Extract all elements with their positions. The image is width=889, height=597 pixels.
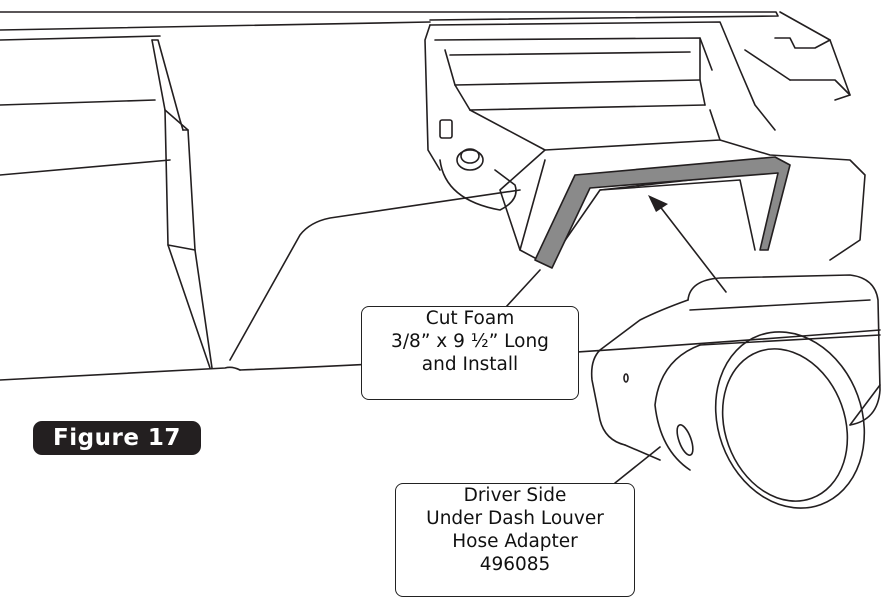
dash-panel	[0, 99, 881, 381]
foam-callout-line-3: and Install	[421, 354, 519, 375]
leader-lines	[505, 199, 727, 484]
foam-strip	[534, 156, 791, 269]
hose-adapter	[590, 274, 881, 509]
mounting-bolt	[439, 119, 517, 211]
adapter-callout-line-1: Driver Side	[463, 485, 567, 506]
arrow-head	[648, 195, 668, 212]
foam-callout: Cut Foam 3/8” x 9 ½” Long and Install	[361, 306, 579, 400]
adapter-callout-line-4: 496085	[479, 554, 551, 575]
dash-top-edge	[0, 11, 779, 41]
divider-plate	[151, 39, 213, 369]
foam-callout-line-2: 3/8” x 9 ½” Long	[391, 331, 549, 352]
foam-callout-line-1: Cut Foam	[425, 308, 515, 329]
figure-label: Figure 17	[33, 421, 201, 455]
adapter-callout-line-2: Under Dash Louver	[426, 508, 604, 529]
adapter-callout: Driver Side Under Dash Louver Hose Adapt…	[395, 483, 635, 597]
heater-box	[424, 11, 866, 261]
adapter-callout-line-3: Hose Adapter	[452, 531, 578, 552]
